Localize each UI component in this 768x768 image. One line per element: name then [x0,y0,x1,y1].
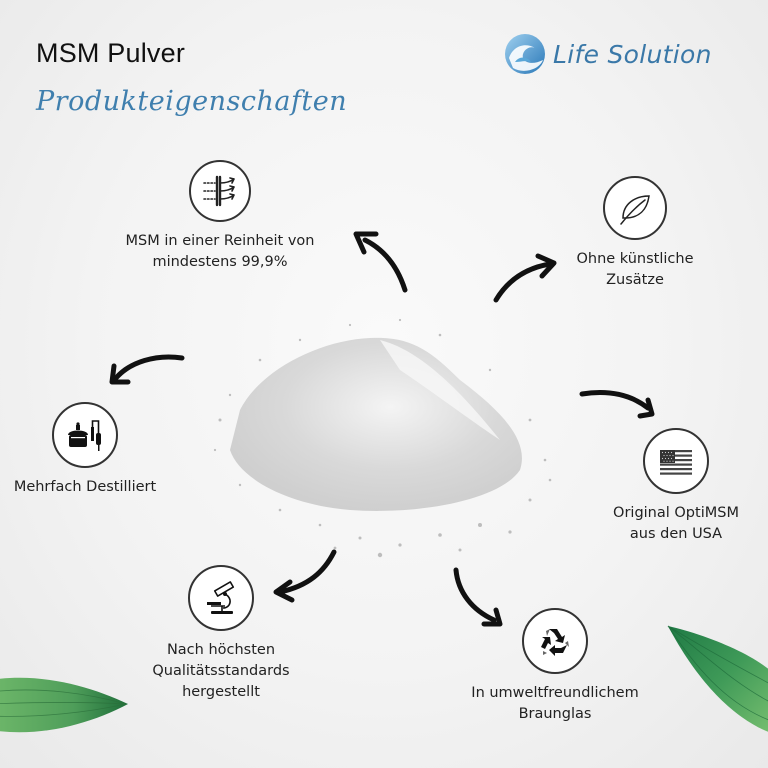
icon-circle [52,402,118,468]
brand-logo: Life Solution [503,32,712,76]
feature-purity: MSM in einer Reinheit von mindestens 99,… [120,160,320,273]
feature-brown-glass: In umweltfreundlichem Braunglas [450,608,660,725]
feature-label: Nach höchsten Qualitätsstandards hergest… [152,642,290,700]
icon-circle [188,565,254,631]
leaf-bottom-left [0,677,128,733]
feature-quality: Nach höchsten Qualitätsstandards hergest… [146,565,296,703]
arrow-to-quality [273,549,337,603]
leaf-bottom-right [667,625,768,732]
arrow-to-natural [493,253,557,303]
feature-label: In umweltfreundlichem Braunglas [471,685,639,722]
feature-label: Original OptiMSM aus den USA [613,505,739,542]
powder-image [213,318,552,558]
leaf-icon [620,195,650,225]
arrow-to-purity [353,231,408,293]
feature-label: MSM in einer Reinheit von mindestens 99,… [125,233,315,270]
arrow-to-distilled [109,354,185,385]
arrow-to-usa [579,390,655,419]
recycle-icon [541,629,569,656]
feature-label: Ohne künstliche Zusätze [576,251,694,288]
feature-no-additives: Ohne künstliche Zusätze [560,176,710,291]
wave-icon [505,34,545,74]
feature-label: Mehrfach Destilliert [13,479,157,495]
icon-circle [603,176,667,240]
microscope-icon [207,581,235,614]
usa-flag-icon [660,450,692,475]
icon-circle [522,608,588,674]
feature-distilled: Mehrfach Destilliert [0,402,170,498]
icon-circle [643,428,709,494]
distillation-icon [68,420,101,451]
brand-name: Life Solution [553,39,712,69]
icon-circle [189,160,251,222]
page-subtitle: Produkteigenschaften [36,86,348,117]
page-title: MSM Pulver [36,38,186,68]
feature-usa: Original OptiMSM aus den USA [596,428,756,545]
filter-purity-icon [203,175,235,207]
arrow-to-glass [453,567,503,627]
